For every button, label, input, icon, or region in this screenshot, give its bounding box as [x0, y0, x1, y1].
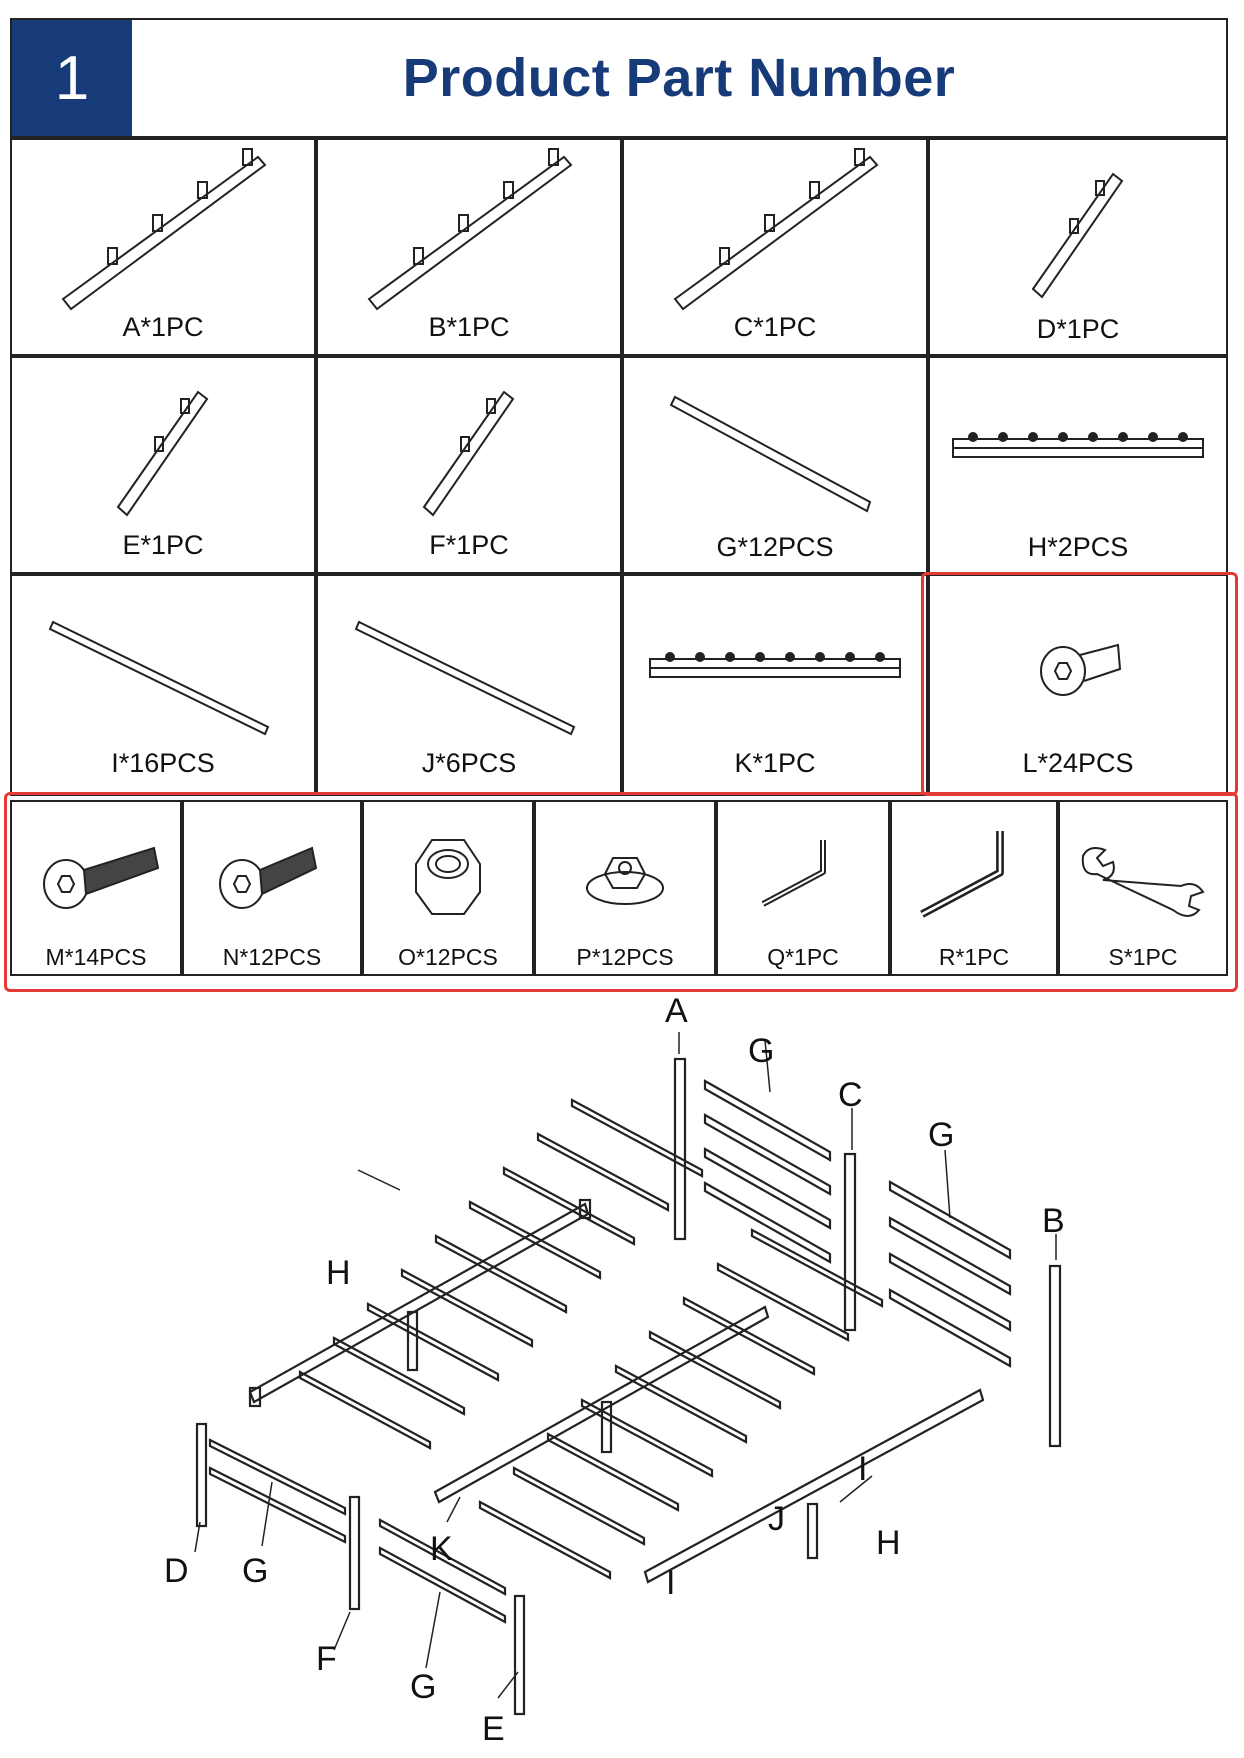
part-cell-b: B*1PC — [316, 138, 622, 356]
hardware-cell-m: M*14PCS — [10, 800, 182, 976]
part-cell-d: D*1PC — [928, 138, 1228, 356]
hardware-cell-p: P*12PCS — [534, 800, 716, 976]
part-label: I*16PCS — [111, 748, 215, 778]
part-label: L*24PCS — [1022, 748, 1134, 778]
assembly-diagram: A G C G B H D G K F G E I J H I — [10, 992, 1228, 1748]
part-label: F*1PC — [429, 530, 509, 560]
hardware-cell-o: O*12PCS — [362, 800, 534, 976]
callout-g-foot: G — [242, 1552, 269, 1590]
part-cell-c: C*1PC — [622, 138, 928, 356]
callout-h-left: H — [326, 1254, 351, 1292]
hardware-label: R*1PC — [938, 944, 1010, 970]
part-cell-k: K*1PC — [622, 574, 928, 796]
part-label: E*1PC — [122, 530, 204, 560]
callout-j: J — [768, 1500, 785, 1538]
callout-f: F — [316, 1640, 337, 1678]
step-number: 1 — [12, 20, 132, 136]
part-label: G*12PCS — [716, 532, 834, 562]
part-cell-g: G*12PCS — [622, 356, 928, 574]
callout-k: K — [430, 1530, 453, 1568]
hardware-cell-q: Q*1PC — [716, 800, 890, 976]
callout-g-center: G — [928, 1116, 955, 1154]
hardware-cell-n: N*12PCS — [182, 800, 362, 976]
callout-i-right: I — [858, 1450, 868, 1488]
part-cell-f: F*1PC — [316, 356, 622, 574]
part-cell-j: J*6PCS — [316, 574, 622, 796]
hardware-label: P*12PCS — [576, 944, 674, 970]
part-cell-a: A*1PC — [10, 138, 316, 356]
hardware-cell-r: R*1PC — [890, 800, 1058, 976]
hardware-label: O*12PCS — [398, 944, 498, 970]
hardware-cell-s: S*1PC — [1058, 800, 1228, 976]
hardware-label: M*14PCS — [45, 944, 147, 970]
callout-b: B — [1042, 1202, 1065, 1240]
callout-h-right: H — [876, 1524, 901, 1562]
highlight-box-l — [921, 572, 1238, 796]
page-title: Product Part Number — [402, 48, 956, 108]
callout-g-lower: G — [410, 1668, 437, 1706]
part-cell-i: I*16PCS — [10, 574, 316, 796]
callout-e: E — [482, 1710, 505, 1748]
callout-i-bottom: I — [666, 1564, 676, 1602]
part-cell-e: E*1PC — [10, 356, 316, 574]
hardware-label: Q*1PC — [767, 944, 839, 970]
part-label: C*1PC — [733, 312, 817, 342]
part-cell-h: H*2PCS — [928, 356, 1228, 574]
callout-g-headboard: G — [748, 1032, 775, 1070]
highlight-box-hardware — [4, 792, 1238, 992]
callout-d: D — [164, 1552, 189, 1590]
part-cell-l: L*24PCS — [928, 574, 1228, 796]
callout-a: A — [665, 992, 688, 1030]
part-label: J*6PCS — [421, 748, 517, 778]
part-label: A*1PC — [122, 312, 204, 342]
callout-c: C — [838, 1076, 863, 1114]
part-label: B*1PC — [428, 312, 510, 342]
part-label: D*1PC — [1036, 314, 1120, 344]
part-label: H*2PCS — [1027, 532, 1129, 562]
part-label: K*1PC — [734, 748, 816, 778]
step-header: 1 Product Part Number — [10, 18, 1228, 138]
hardware-label: S*1PC — [1108, 944, 1178, 970]
bed-frame-illustration — [194, 1032, 1062, 1716]
hardware-label: N*12PCS — [222, 944, 322, 970]
